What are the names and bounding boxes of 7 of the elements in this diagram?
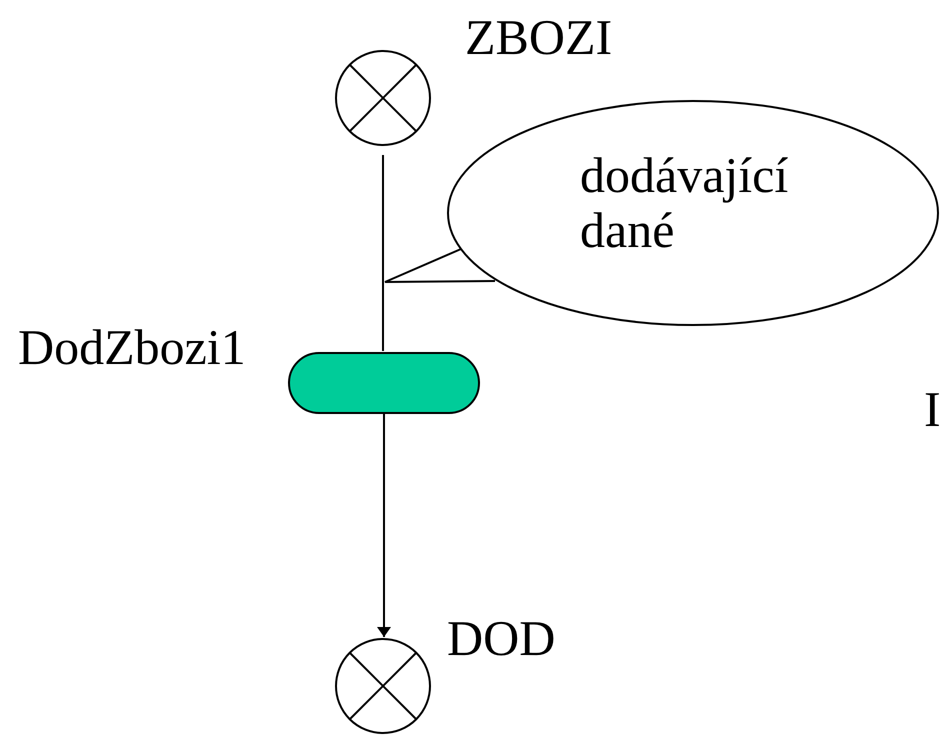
- partial-label: I: [924, 384, 941, 434]
- leader-line: [384, 248, 495, 283]
- node-label: DodZbozi1: [18, 322, 246, 372]
- callout-text: dodávající dané: [580, 148, 790, 258]
- node-label: ZBOZI: [465, 12, 612, 62]
- arrow: [377, 414, 391, 637]
- node-label: DOD: [447, 613, 556, 663]
